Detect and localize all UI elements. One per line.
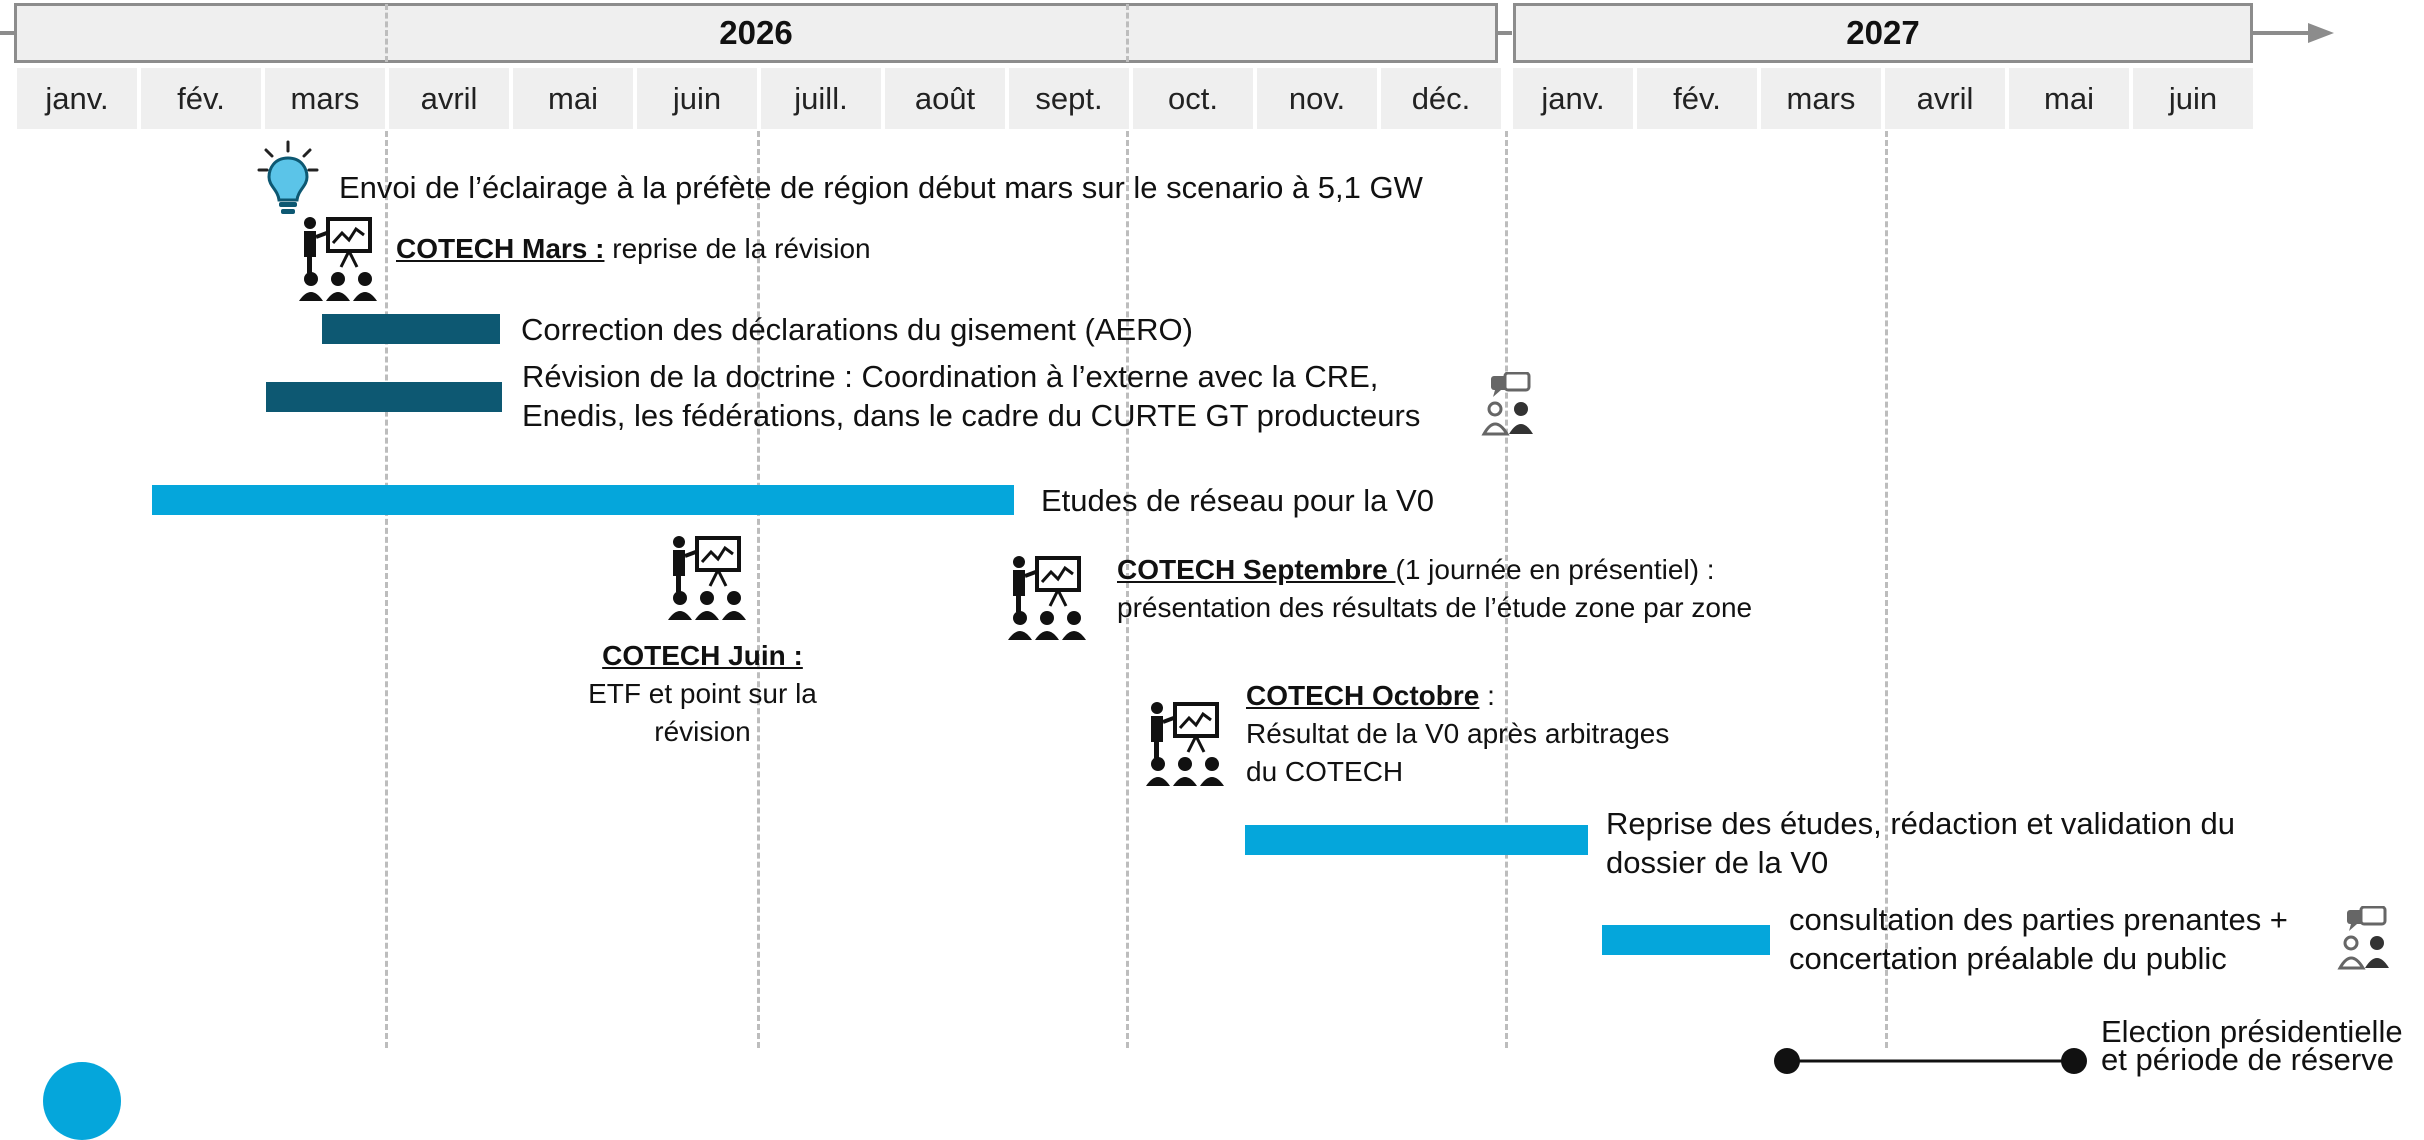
election-period-line bbox=[1774, 1048, 2087, 1074]
month-2026-mars: mars bbox=[265, 68, 385, 129]
cotech-octobre-text-line2: du COTECH bbox=[1246, 756, 1404, 787]
consultation-bar bbox=[1602, 925, 1770, 955]
presentation-meeting-icon bbox=[1008, 556, 1086, 640]
quarter-divider bbox=[757, 131, 760, 1048]
year-2027-header: 2027 bbox=[1513, 3, 2253, 63]
month-2027-mars: mars bbox=[1761, 68, 1881, 129]
month-2026-mai: mai bbox=[513, 68, 633, 129]
quarter-divider bbox=[1126, 4, 1129, 62]
presentation-meeting-icon bbox=[668, 536, 746, 620]
month-2026-janv: janv. bbox=[17, 68, 137, 129]
cotech-juin-label: COTECH Juin : ETF et point sur la révisi… bbox=[560, 637, 845, 751]
cotech-juin-text-line1: ETF et point sur la bbox=[588, 678, 817, 709]
roadmap-canvas: 2026 2027 janv. fév. mars avril mai juin… bbox=[0, 3, 2403, 1140]
cotech-octobre-heading: COTECH Octobre bbox=[1246, 680, 1480, 711]
cotech-mars-heading: COTECH Mars : bbox=[396, 233, 605, 264]
cotech-septembre-heading: COTECH Septembre bbox=[1117, 554, 1396, 585]
reprise-label-line1: Reprise des études, rédaction et validat… bbox=[1606, 806, 2236, 841]
month-2027-janv: janv. bbox=[1513, 68, 1633, 129]
reprise-label-line2: dossier de la V0 bbox=[1606, 845, 1829, 880]
consultation-label-line2: concertation préalable du public bbox=[1789, 941, 2227, 976]
consultation-label-line1: consultation des parties prenantes + bbox=[1789, 902, 2288, 937]
month-2027-mai: mai bbox=[2009, 68, 2129, 129]
reprise-bar bbox=[1245, 825, 1588, 855]
quarter-divider bbox=[1885, 131, 1888, 1048]
cotech-septembre-label: COTECH Septembre (1 journée en présentie… bbox=[1117, 551, 1752, 627]
month-2027-avril: avril bbox=[1885, 68, 2005, 129]
presentation-meeting-icon bbox=[299, 217, 377, 301]
quarter-divider bbox=[1505, 131, 1508, 1048]
election-label-line2: et période de réserve bbox=[2101, 1042, 2394, 1077]
revision-label-line2: Enedis, les fédérations, dans le cadre d… bbox=[522, 398, 1421, 433]
cotech-septembre-text-line1: (1 journée en présentiel) : bbox=[1395, 554, 1715, 585]
cotech-mars-text: reprise de la révision bbox=[604, 233, 871, 264]
correction-bar bbox=[322, 314, 500, 344]
etudes-reseau-bar bbox=[152, 485, 1014, 515]
month-2026-oct: oct. bbox=[1133, 68, 1253, 129]
revision-label-line1: Révision de la doctrine : Coordination à… bbox=[522, 359, 1379, 394]
corner-circle-decoration bbox=[43, 1062, 121, 1140]
etudes-reseau-label: Etudes de réseau pour la V0 bbox=[1041, 483, 1434, 518]
correction-label: Correction des déclarations du gisement … bbox=[521, 312, 1193, 347]
month-2026-sept: sept. bbox=[1009, 68, 1129, 129]
consultation-people-icon bbox=[2337, 906, 2389, 970]
month-2026-aout: août bbox=[885, 68, 1005, 129]
election-label-line1: Election présidentielle bbox=[2101, 1014, 2403, 1049]
quarter-divider bbox=[385, 131, 388, 1048]
cotech-juin-heading: COTECH Juin : bbox=[602, 640, 803, 671]
cotech-octobre-label: COTECH Octobre : Résultat de la V0 après… bbox=[1246, 677, 1669, 791]
month-2027-fev: fév. bbox=[1637, 68, 1757, 129]
month-2026-juin: juin bbox=[637, 68, 757, 129]
month-2026-fev: fév. bbox=[141, 68, 261, 129]
cotech-octobre-colon: : bbox=[1479, 680, 1495, 711]
month-2027-juin: juin bbox=[2133, 68, 2253, 129]
cotech-juin-text-line2: révision bbox=[654, 716, 751, 747]
month-2026-dec: déc. bbox=[1381, 68, 1501, 129]
revision-bar bbox=[266, 382, 502, 412]
presentation-meeting-icon bbox=[1146, 702, 1224, 786]
month-2026-nov: nov. bbox=[1257, 68, 1377, 129]
cotech-septembre-text-line2: présentation des résultats de l’étude zo… bbox=[1117, 592, 1753, 623]
quarter-divider bbox=[385, 4, 388, 62]
quarter-divider bbox=[1126, 131, 1129, 1048]
lightbulb-icon bbox=[257, 140, 319, 214]
month-2026-juill: juill. bbox=[761, 68, 881, 129]
cotech-mars-label: COTECH Mars : reprise de la révision bbox=[396, 230, 871, 268]
month-2026-avril: avril bbox=[389, 68, 509, 129]
year-2026-header: 2026 bbox=[14, 3, 1498, 63]
eclairage-label: Envoi de l’éclairage à la préfète de rég… bbox=[339, 170, 1423, 205]
consultation-people-icon bbox=[1481, 372, 1533, 436]
cotech-octobre-text-line1: Résultat de la V0 après arbitrages bbox=[1246, 718, 1670, 749]
